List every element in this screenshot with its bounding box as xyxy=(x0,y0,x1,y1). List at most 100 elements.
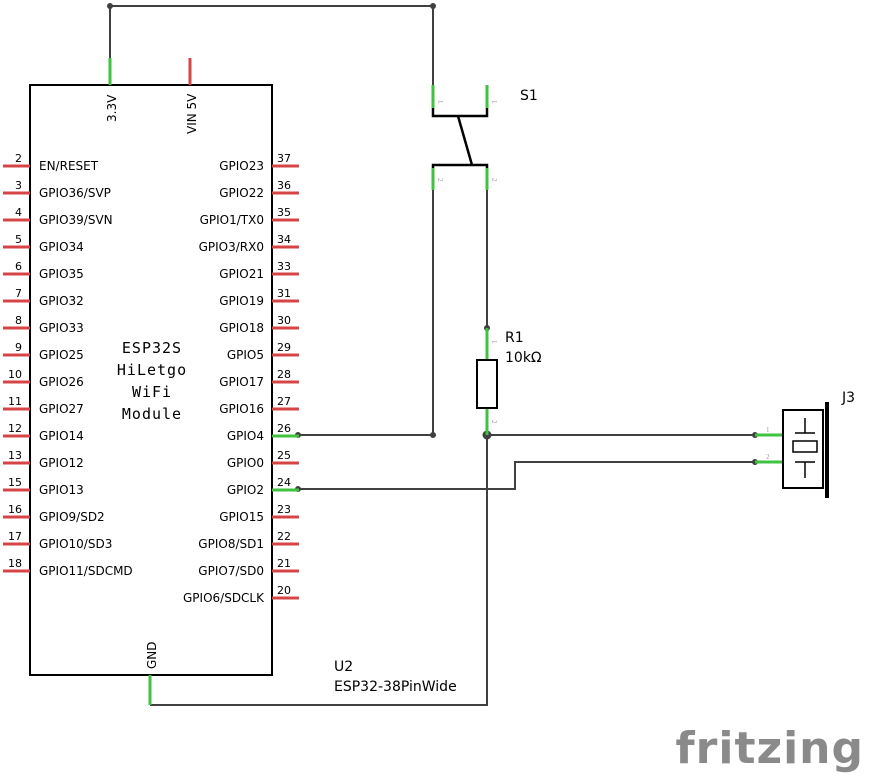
buzzer-element xyxy=(792,440,818,453)
wire-switch-to-gpio4 xyxy=(298,190,434,436)
right-pin-number: 33 xyxy=(277,260,291,273)
wire-gpio2-to-buzzer xyxy=(298,461,755,490)
right-pin-number: 21 xyxy=(277,557,291,570)
buzzer-ref: J3 xyxy=(841,390,855,406)
left-pin-number: 5 xyxy=(15,233,22,246)
module-name-line: ESP32S xyxy=(122,339,182,357)
right-pin-number: 26 xyxy=(277,422,291,435)
right-pin-label: GPIO0 xyxy=(227,456,264,470)
module-part: ESP32-38PinWide xyxy=(334,679,457,695)
left-pin-number: 2 xyxy=(15,152,22,165)
module-name-line: WiFi xyxy=(132,383,172,401)
switch-ref: S1 xyxy=(520,88,538,104)
left-pin-number: 16 xyxy=(8,503,22,516)
switch-pin-label: 1 xyxy=(436,100,444,104)
left-pin-number: 12 xyxy=(8,422,22,435)
left-pin-label: GPIO35 xyxy=(39,267,84,281)
switch-lever xyxy=(456,115,474,166)
switch-contact-top xyxy=(431,108,489,118)
left-pin-number: 18 xyxy=(8,557,22,570)
right-pin-label: GPIO6/SDCLK xyxy=(183,591,265,605)
junction-node xyxy=(107,3,113,9)
left-pin-label: GPIO25 xyxy=(39,348,84,362)
right-pin-number: 34 xyxy=(277,233,291,246)
left-pin-number: 6 xyxy=(15,260,22,273)
right-pin-label: GPIO18 xyxy=(219,321,264,335)
resistor-value: 10kΩ xyxy=(505,350,542,366)
left-pin-number: 17 xyxy=(8,530,22,543)
left-pin-number: 4 xyxy=(15,206,22,219)
left-pin-label: GPIO12 xyxy=(39,456,84,470)
left-pin-label: GPIO10/SD3 xyxy=(39,537,112,551)
left-pin-label: GPIO27 xyxy=(39,402,84,416)
buzzer-j3: 1 2 J3 xyxy=(755,390,855,498)
module-name-line: Module xyxy=(122,405,182,423)
right-pin-number: 37 xyxy=(277,152,291,165)
right-pin-label: GPIO3/RX0 xyxy=(199,240,264,254)
right-pin-label: GPIO15 xyxy=(219,510,264,524)
right-pin-number: 27 xyxy=(277,395,291,408)
left-pin-label: GPIO26 xyxy=(39,375,84,389)
left-pin-label: EN/RESET xyxy=(39,159,99,173)
switch-pin-label: 2 xyxy=(436,178,444,182)
left-pin-number: 3 xyxy=(15,179,22,192)
left-pin-label: GPIO11/SDCMD xyxy=(39,564,133,578)
right-pin-label: GPIO5 xyxy=(227,348,264,362)
left-pin-label: GPIO36/SVP xyxy=(39,186,111,200)
left-pin-label: GPIO9/SD2 xyxy=(39,510,105,524)
junction-node xyxy=(430,3,436,9)
pin-label-3v3: 3.3V xyxy=(105,94,119,122)
wire-ground-rail xyxy=(150,435,488,706)
resistor-pin-label: 1 xyxy=(490,340,498,344)
right-pin-label: GPIO4 xyxy=(227,429,264,443)
left-pin-number: 8 xyxy=(15,314,22,327)
left-pin-label: GPIO33 xyxy=(39,321,84,335)
resistor-r1: 1 2 R1 10kΩ xyxy=(476,328,542,435)
resistor-ref: R1 xyxy=(505,330,524,346)
buzzer-pin-label: 1 xyxy=(766,426,770,434)
right-pin-label: GPIO17 xyxy=(219,375,264,389)
right-pin-number: 36 xyxy=(277,179,291,192)
right-pin-number: 23 xyxy=(277,503,291,516)
switch-pin-label: 1 xyxy=(490,100,498,104)
left-pin-label: GPIO32 xyxy=(39,294,84,308)
right-pin-label: GPIO21 xyxy=(219,267,264,281)
left-pin-number: 11 xyxy=(8,395,22,408)
resistor-pin-label: 2 xyxy=(490,420,498,424)
right-pin-number: 28 xyxy=(277,368,291,381)
buzzer-pin-label: 2 xyxy=(766,453,770,461)
left-pin-number: 10 xyxy=(8,368,22,381)
esp32-module: 3.3V VIN 5V GND ESP32S HiLetgo WiFi Modu… xyxy=(3,58,457,705)
left-pin-number: 13 xyxy=(8,449,22,462)
right-pin-label: GPIO16 xyxy=(219,402,264,416)
pin-label-vin-5v: VIN 5V xyxy=(185,93,199,134)
resistor-body xyxy=(476,359,498,409)
left-pin-number: 9 xyxy=(15,341,22,354)
buzzer-body xyxy=(782,409,824,489)
right-pin-label: GPIO1/TX0 xyxy=(200,213,264,227)
switch-contact-bottom xyxy=(431,163,489,168)
right-pin-label: GPIO2 xyxy=(227,483,264,497)
right-pin-label: GPIO23 xyxy=(219,159,264,173)
right-pin-number: 25 xyxy=(277,449,291,462)
right-pin-label: GPIO19 xyxy=(219,294,264,308)
module-name-line: HiLetgo xyxy=(117,361,187,379)
left-pin-label: GPIO34 xyxy=(39,240,84,254)
right-pin-label: GPIO22 xyxy=(219,186,264,200)
junction-node xyxy=(430,432,436,438)
right-pin-label: GPIO7/SD0 xyxy=(198,564,264,578)
fritzing-logo: fritzing xyxy=(675,723,864,774)
right-pin-number: 31 xyxy=(277,287,291,300)
switch-s1: 1 1 2 2 S1 xyxy=(431,85,538,190)
module-ref: U2 xyxy=(334,659,353,675)
left-pin-number: 15 xyxy=(8,476,22,489)
left-pin-label: GPIO39/SVN xyxy=(39,213,113,227)
wire-3v3-to-switch xyxy=(109,5,434,85)
pin-label-gnd: GND xyxy=(145,641,159,669)
right-pin-number: 35 xyxy=(277,206,291,219)
right-pin-number: 22 xyxy=(277,530,291,543)
right-pin-number: 29 xyxy=(277,341,291,354)
right-pin-number: 24 xyxy=(277,476,291,489)
